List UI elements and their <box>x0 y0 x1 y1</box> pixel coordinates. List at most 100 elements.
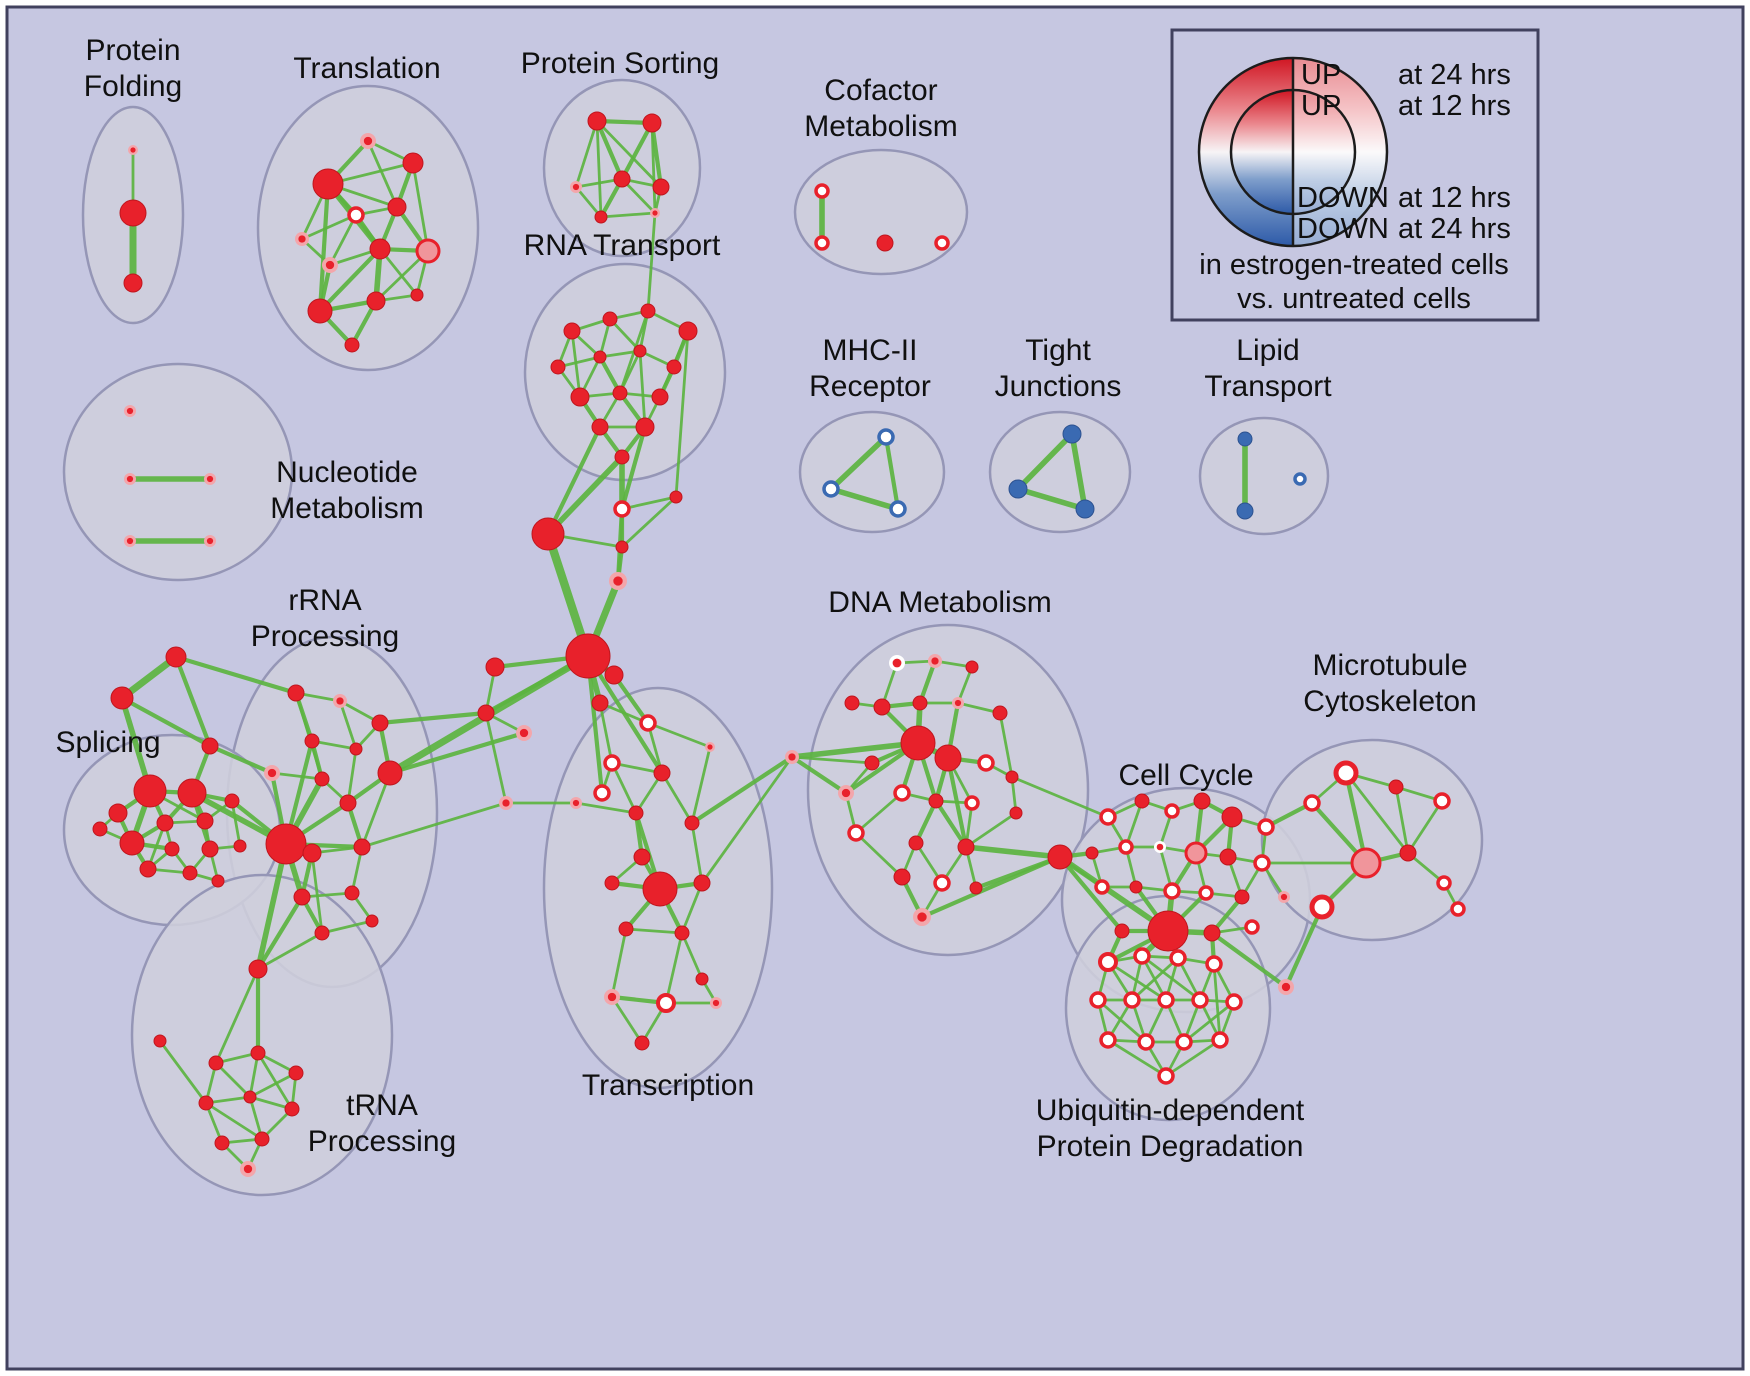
node-dot <box>844 695 860 711</box>
node-ring <box>1198 885 1214 901</box>
node-dot <box>674 925 690 941</box>
node-tx18 <box>710 997 722 1009</box>
edge-ub5-ub11 <box>1096 998 1148 1044</box>
node-sp1 <box>133 774 167 808</box>
node-dot <box>1350 847 1382 879</box>
node-dot <box>349 742 363 756</box>
node-tx6 <box>570 797 582 809</box>
edge-tl3-tl9 <box>411 161 430 253</box>
node-dot <box>917 912 927 922</box>
node-cc2 <box>1134 793 1150 809</box>
legend-down-12-time: at 12 hrs <box>1398 182 1511 214</box>
node-dot <box>139 860 157 878</box>
node-pf1 <box>128 145 138 155</box>
node-rr7 <box>377 760 403 786</box>
node-dot <box>214 1135 230 1151</box>
node-lp2 <box>1236 502 1254 520</box>
node-tl7 <box>322 257 338 273</box>
node-dot <box>288 1065 304 1081</box>
edge-tx14-tx15 <box>680 931 704 981</box>
node-ub13 <box>1211 1031 1229 1049</box>
edge-rr9-tn0 <box>255 841 289 972</box>
edge-rt6-rt7 <box>598 349 642 359</box>
edge-dm8-dm13 <box>998 711 1014 779</box>
node-ring <box>613 500 631 518</box>
node-dm6 <box>912 695 928 711</box>
node-dm23 <box>933 874 951 892</box>
node-dot <box>126 407 134 415</box>
legend-down-24-label: DOWN <box>1297 213 1389 245</box>
edge-tx6-tx7 <box>574 801 638 815</box>
node-dot <box>312 168 344 200</box>
node-sp3 <box>108 803 128 823</box>
node-tj3 <box>1075 499 1095 519</box>
node-tl1 <box>312 168 344 200</box>
node-tl13 <box>344 337 360 353</box>
node-tx3 <box>603 754 621 772</box>
node-rr9 <box>265 823 307 865</box>
node-ring <box>1175 1033 1193 1051</box>
node-dot <box>876 234 894 252</box>
node-rr10 <box>339 794 357 812</box>
node-ub14 <box>1157 1067 1175 1085</box>
node-dm25 <box>913 908 931 926</box>
edge-rt4-hb2 <box>674 329 690 499</box>
node-dot <box>788 753 796 761</box>
edge-tn3-tn7 <box>256 1051 294 1111</box>
node-dot <box>928 793 944 809</box>
node-dot <box>642 871 678 907</box>
node-cc18 <box>1147 910 1189 952</box>
edge-ub10-ub14 <box>1106 1038 1168 1078</box>
edge-ps1-ps6 <box>595 119 603 219</box>
edge-tn1-tn5 <box>158 1039 208 1105</box>
node-tj2 <box>1008 479 1028 499</box>
edge-ub9-ub12 <box>1182 1000 1236 1044</box>
node-dot <box>298 235 306 243</box>
node-dot <box>1047 844 1073 870</box>
edge-cc0-cc18 <box>1057 854 1171 934</box>
node-dot <box>572 799 580 807</box>
edge-ps1-ps4 <box>594 118 625 182</box>
node-rr2 <box>333 694 347 708</box>
node-ring <box>1436 875 1452 891</box>
node-tl11 <box>366 291 386 311</box>
node-dot <box>363 136 373 146</box>
node-dot <box>652 178 670 196</box>
node-cc21 <box>1114 923 1130 939</box>
node-ub8 <box>1191 991 1209 1009</box>
node-rt11 <box>651 388 669 406</box>
node-dot <box>695 972 709 986</box>
node-tl8 <box>369 238 391 260</box>
node-dot <box>591 418 609 436</box>
node-dot <box>1005 770 1019 784</box>
node-dot <box>1236 502 1254 520</box>
node-hb10 <box>516 725 532 741</box>
node-dot <box>314 925 330 941</box>
node-ring <box>1118 839 1134 855</box>
node-sp6 <box>119 830 145 856</box>
node-dot <box>156 814 174 832</box>
node-dot <box>133 774 167 808</box>
edge-mt1-mt7 <box>1344 771 1410 855</box>
legend-up-24-label: UP <box>1301 59 1341 91</box>
node-dot <box>371 714 389 732</box>
node-cc13 <box>1094 879 1110 895</box>
node-rt12 <box>591 418 609 436</box>
node-dot <box>267 768 277 778</box>
node-dot <box>640 303 656 319</box>
node-dot <box>1156 843 1164 851</box>
node-tl6 <box>387 197 407 217</box>
node-tl12 <box>410 288 424 302</box>
node-dot <box>666 359 682 375</box>
node-dot <box>177 778 207 808</box>
cluster-ellipse-trna-processing <box>130 873 394 1197</box>
node-ring <box>1099 808 1117 826</box>
node-ring <box>1164 803 1180 819</box>
node-rt14 <box>614 449 630 465</box>
node-mt7 <box>1399 844 1417 862</box>
node-mh1 <box>877 428 895 446</box>
node-dot <box>201 840 219 858</box>
node-dot <box>1221 806 1243 828</box>
node-dot <box>307 298 333 324</box>
